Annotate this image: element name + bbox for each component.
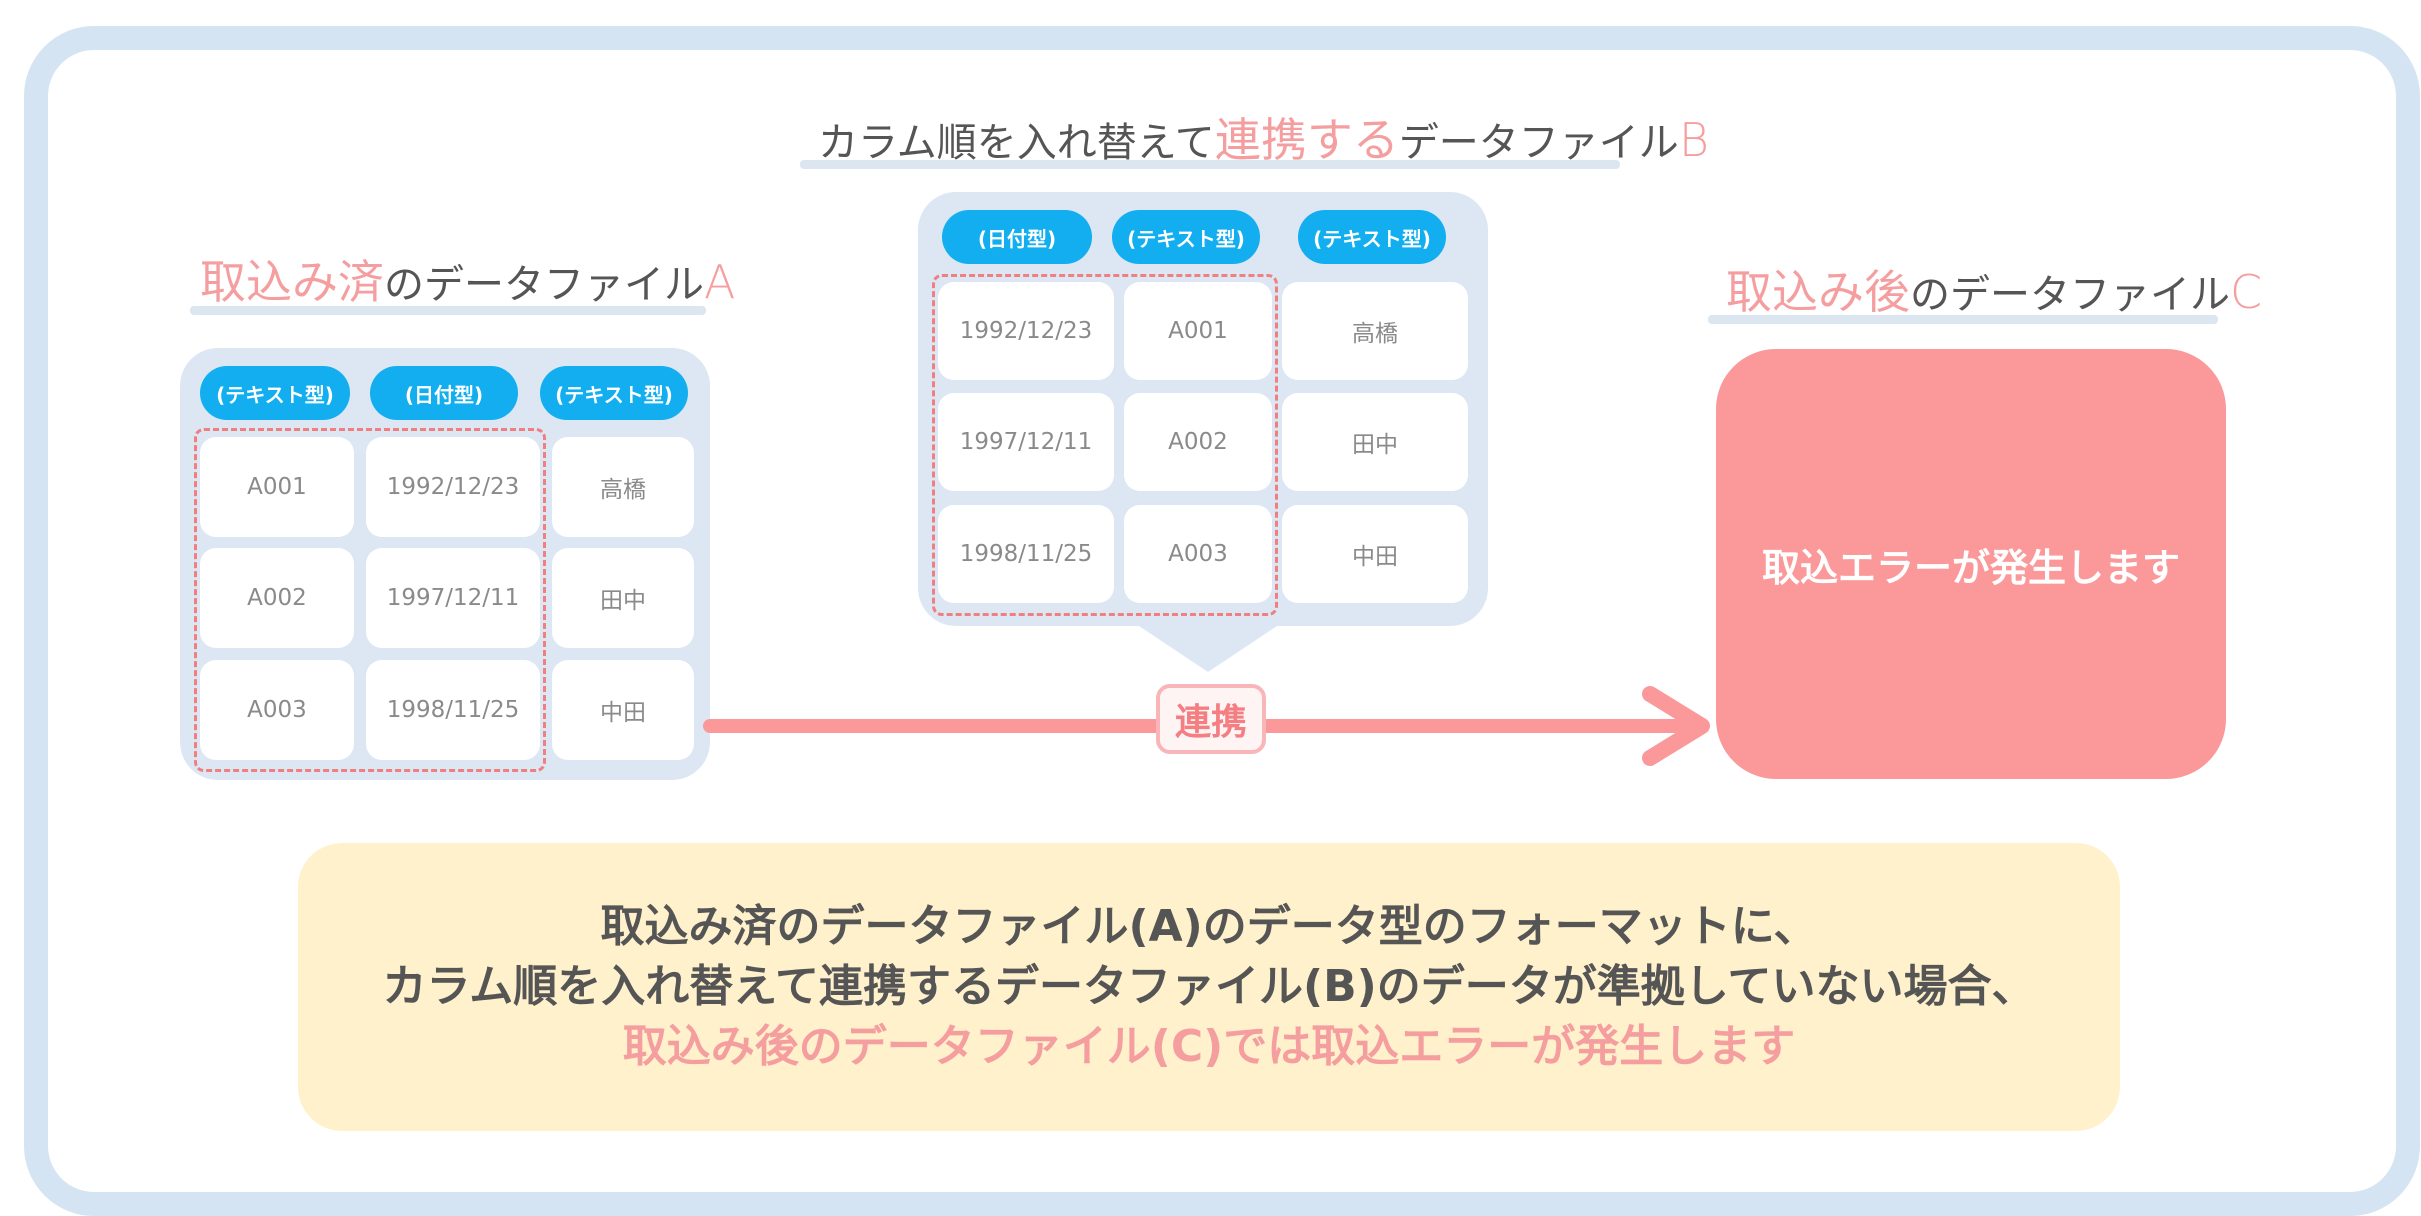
table-a-cell: A001 xyxy=(200,437,354,537)
table-b-header: (テキスト型) xyxy=(1112,210,1260,264)
table-b-cell: A003 xyxy=(1124,505,1272,603)
table-a-header: (テキスト型) xyxy=(200,366,350,420)
title-c-underline xyxy=(1708,315,2218,324)
table-b-cell: 1998/11/25 xyxy=(938,505,1114,603)
table-a-cell: 1992/12/23 xyxy=(366,437,540,537)
table-b-header: (日付型) xyxy=(942,210,1092,264)
table-b-header: (テキスト型) xyxy=(1298,210,1446,264)
explanation-note: 取込み済のデータファイル(A)のデータ型のフォーマットに、 カラム順を入れ替えて… xyxy=(298,843,2120,1131)
title-b-underline xyxy=(800,160,1620,169)
table-a-cell: 1997/12/11 xyxy=(366,548,540,648)
table-a-cell: 田中 xyxy=(552,548,694,648)
table-a-header: (日付型) xyxy=(370,366,518,420)
error-text: 取込エラーが発生します xyxy=(1761,545,2180,590)
link-label: 連携 xyxy=(1156,684,1266,754)
table-a-highlight xyxy=(194,428,546,772)
table-b-cell: 1997/12/11 xyxy=(938,393,1114,491)
table-b-cell: 高橋 xyxy=(1282,282,1468,380)
title-a-underline xyxy=(190,306,706,315)
note-line-2: カラム順を入れ替えて連携するデータファイル(B)のデータが準拠していない場合、 xyxy=(382,961,2036,1012)
table-a-cell: A002 xyxy=(200,548,354,648)
table-a-cell: 高橋 xyxy=(552,437,694,537)
table-b-cell: 田中 xyxy=(1282,393,1468,491)
table-a-header: (テキスト型) xyxy=(540,366,688,420)
note-line-3: 取込み後のデータファイル(C)では取込エラーが発生します xyxy=(622,1021,1796,1072)
table-a-cell: 中田 xyxy=(552,660,694,760)
table-b-cell: 中田 xyxy=(1282,505,1468,603)
title-file-b: カラム順を入れ替えて連携するデータファイルB xyxy=(818,113,1709,167)
title-file-c: 取込み後のデータファイルC xyxy=(1726,265,2263,319)
title-file-a: 取込み済のデータファイルA xyxy=(200,255,736,309)
table-a-cell: A003 xyxy=(200,660,354,760)
table-b-cell: A001 xyxy=(1124,282,1272,380)
error-box: 取込エラーが発生します xyxy=(1716,349,2226,779)
table-b-cell: 1992/12/23 xyxy=(938,282,1114,380)
note-line-1: 取込み済のデータファイル(A)のデータ型のフォーマットに、 xyxy=(600,901,1818,952)
table-a-cell: 1998/11/25 xyxy=(366,660,540,760)
table-b-highlight xyxy=(932,274,1278,616)
table-b-cell: A002 xyxy=(1124,393,1272,491)
